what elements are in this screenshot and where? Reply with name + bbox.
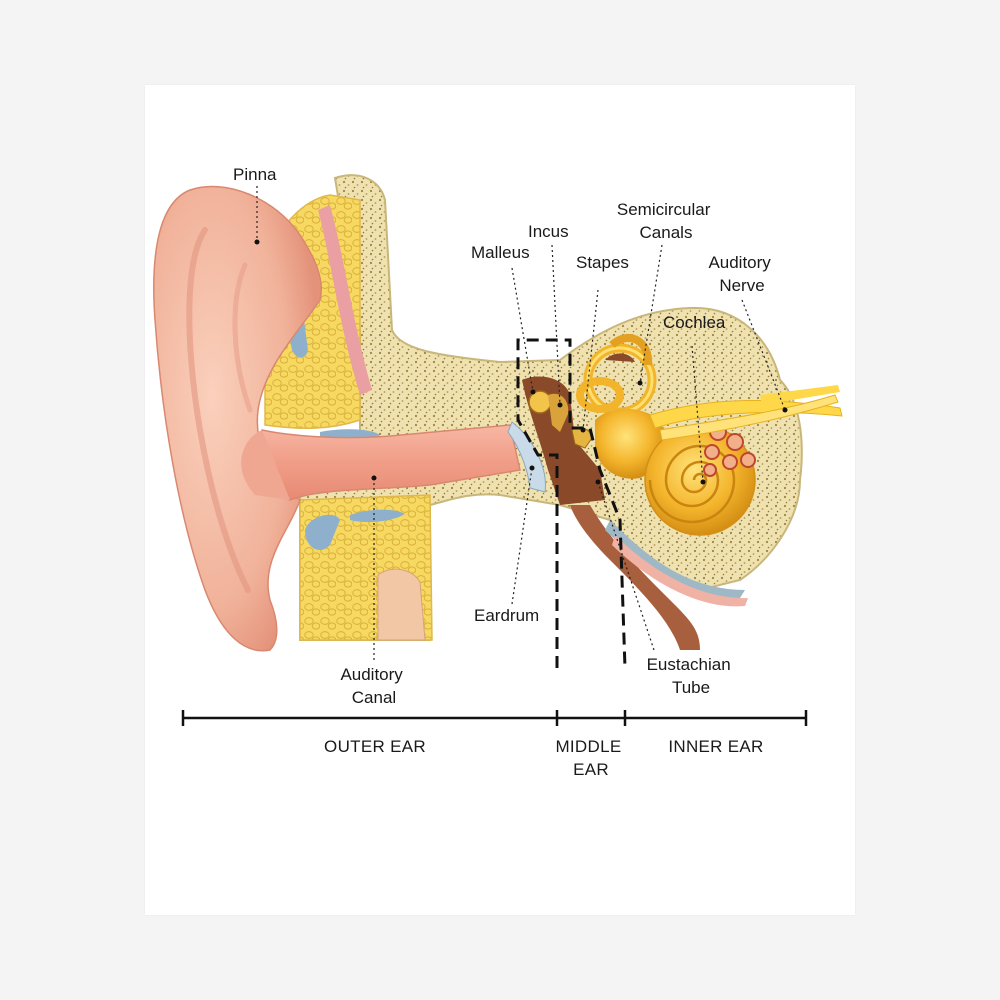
label-auditory-nerve-line1: Auditory xyxy=(708,253,771,272)
label-auditory-nerve: Auditory Nerve xyxy=(708,253,775,295)
label-cochlea: Cochlea xyxy=(663,313,726,332)
section-middle-line2: EAR xyxy=(573,760,609,779)
eustachian-tube-shape xyxy=(570,505,700,650)
section-inner-ear: INNER EAR xyxy=(668,737,763,756)
label-malleus: Malleus xyxy=(471,243,530,262)
label-eustachian-line2: Tube xyxy=(672,678,710,697)
vestibule xyxy=(595,408,664,479)
section-scale-bar xyxy=(181,710,808,726)
section-outer-ear: OUTER EAR xyxy=(324,737,426,756)
label-pinna: Pinna xyxy=(233,165,277,184)
label-auditory-nerve-line2: Nerve xyxy=(719,276,764,295)
label-incus: Incus xyxy=(528,222,569,241)
incus-shape xyxy=(548,393,569,432)
leader-lines xyxy=(254,186,788,662)
cartilage-lower xyxy=(305,514,340,551)
cochlear-nerve-dots xyxy=(703,423,756,477)
section-middle-line1: MIDDLE xyxy=(555,737,621,756)
label-semicircular-canals: Semicircular Canals xyxy=(617,200,715,242)
pinna-shape xyxy=(153,185,322,652)
cartilage-lower-2 xyxy=(350,509,405,522)
eustachian-tube-pink xyxy=(612,535,748,607)
label-semicircular-line2: Canals xyxy=(640,223,693,242)
auditory-nerve-shape xyxy=(649,385,843,441)
label-auditory-canal-line2: Canal xyxy=(352,688,396,707)
label-auditory-canal: Auditory Canal xyxy=(340,665,407,707)
pinna-helix-fold xyxy=(186,227,251,593)
gland xyxy=(377,568,426,641)
canal-to-pinna xyxy=(241,430,290,500)
auditory-canal-shape xyxy=(261,424,521,501)
label-stapes: Stapes xyxy=(576,253,629,272)
label-eustachian-tube: Eustachian Tube xyxy=(647,655,736,697)
section-middle-ear: MIDDLE EAR xyxy=(555,737,626,779)
middle-ear-boundary xyxy=(516,338,627,669)
vessel-strip xyxy=(318,205,372,395)
pinna-antihelix xyxy=(232,262,253,413)
label-eustachian-line1: Eustachian xyxy=(647,655,731,674)
label-semicircular-line1: Semicircular xyxy=(617,200,711,219)
label-auditory-canal-line1: Auditory xyxy=(340,665,403,684)
label-eardrum: Eardrum xyxy=(474,606,539,625)
